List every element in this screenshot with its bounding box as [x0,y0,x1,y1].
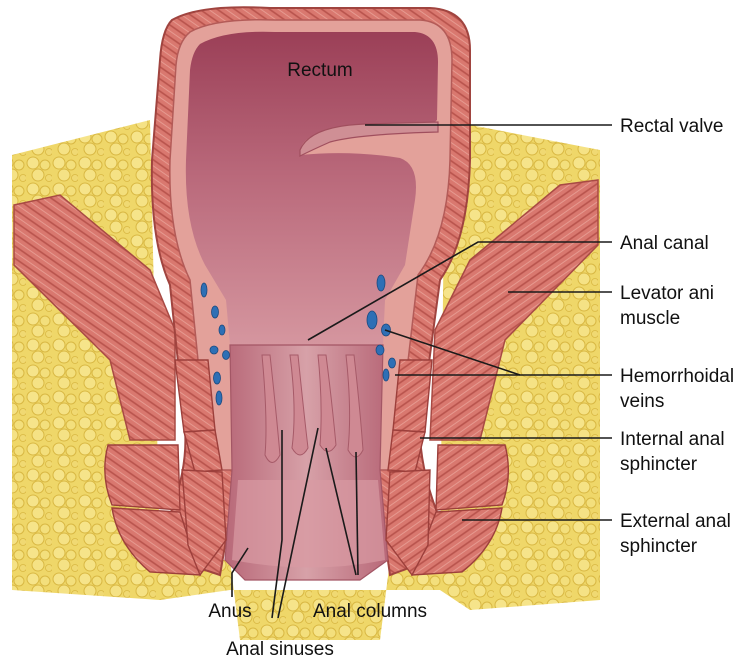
label-levator-ani-line2: muscle [620,308,680,329]
anal-opening [232,480,385,568]
label-anal-sinuses: Anal sinuses [226,639,334,660]
label-anus: Anus [208,601,251,622]
label-anal-canal: Anal canal [620,233,709,254]
label-rectal-valve: Rectal valve [620,116,724,137]
label-hemorrhoidal-line1: Hemorrhoidal [620,366,734,387]
label-external-sphincter-line1: External anal [620,511,731,532]
label-anal-columns: Anal columns [313,601,427,622]
label-internal-sphincter-line2: sphincter [620,454,698,475]
label-hemorrhoidal-line2: veins [620,391,664,412]
label-internal-sphincter-line1: Internal anal [620,429,725,450]
label-levator-ani-line1: Levator ani [620,283,714,304]
label-rectum: Rectum [287,60,352,81]
label-external-sphincter-line2: sphincter [620,536,698,557]
